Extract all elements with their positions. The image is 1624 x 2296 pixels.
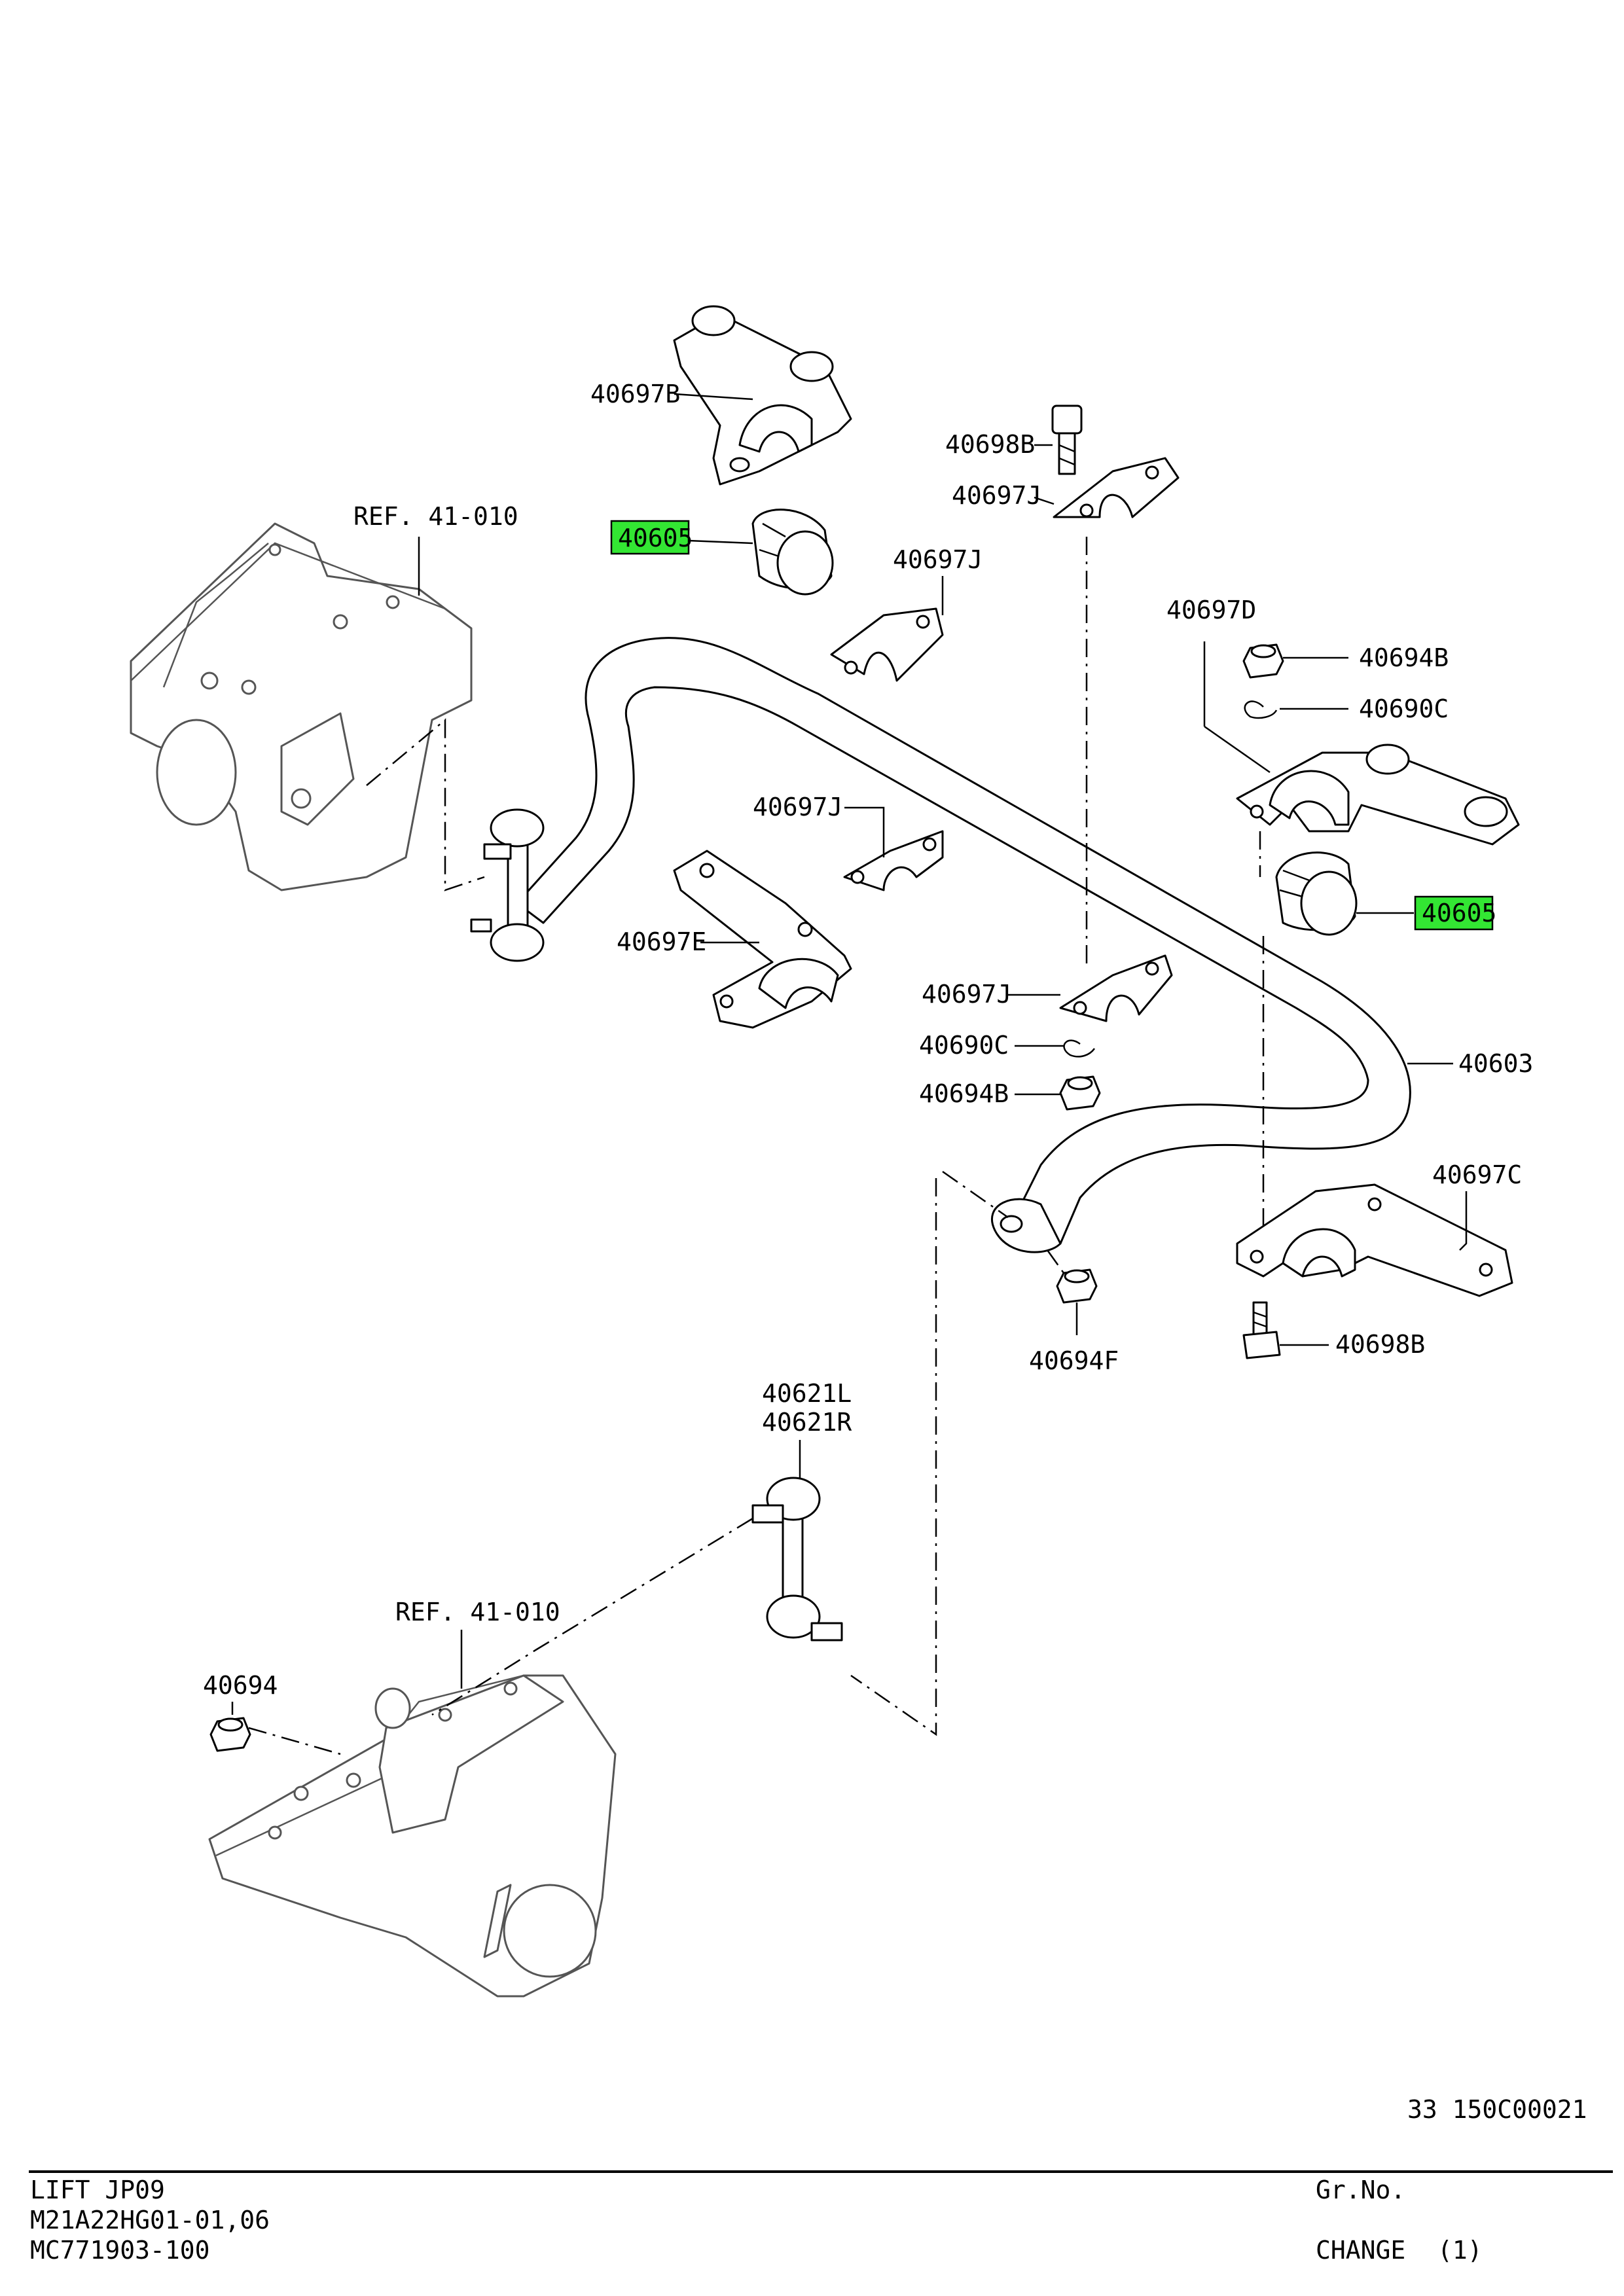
drawing-code: 33 150C00021 xyxy=(1407,2095,1587,2124)
label-40621L: 40621L xyxy=(762,1379,852,1408)
label-40694B-top: 40694B xyxy=(1359,643,1449,672)
bolt-40698B-top xyxy=(1051,404,1083,475)
label-40697B: 40697B xyxy=(590,380,680,408)
leader-40605-upper xyxy=(688,539,753,545)
leader-40697B xyxy=(674,393,753,401)
label-40697J-4: 40697J xyxy=(922,980,1011,1009)
label-40698B-top: 40698B xyxy=(945,430,1035,459)
label-40605-lower: 40605 xyxy=(1422,899,1496,927)
assembly-lines xyxy=(248,537,1265,1755)
ref-label-upper: REF. 41-010 xyxy=(353,502,518,531)
highlight-40605-lower xyxy=(1414,895,1494,931)
footer-line-1: LIFT JP09 xyxy=(30,2176,165,2204)
label-40697C: 40697C xyxy=(1432,1160,1522,1189)
change-label: CHANGE xyxy=(1316,2236,1406,2265)
nut-40694B-top xyxy=(1242,643,1284,679)
label-40694F: 40694F xyxy=(1029,1346,1119,1375)
footer-line-2: M21A22HG01-01,06 xyxy=(30,2206,270,2234)
stabilizer-bar-40603 xyxy=(516,637,1411,1253)
label-40697D: 40697D xyxy=(1166,596,1256,624)
clamp-40697J-2 xyxy=(830,607,944,682)
bushing-40605-upper xyxy=(751,509,834,596)
leader-40697J-3 xyxy=(844,806,885,857)
label-40690C-top: 40690C xyxy=(1359,694,1449,723)
label-40698B-bottom: 40698B xyxy=(1335,1330,1425,1359)
frame-bracket-lower xyxy=(208,1674,617,1998)
frame-bracket-upper xyxy=(130,522,473,891)
highlight-40605-upper xyxy=(610,520,690,555)
label-40621R: 40621R xyxy=(762,1408,852,1437)
bolt-40698B-bottom xyxy=(1242,1301,1281,1359)
clamp-40697J-1 xyxy=(1053,457,1180,518)
label-40603: 40603 xyxy=(1458,1049,1533,1078)
label-40697J-1: 40697J xyxy=(952,481,1041,510)
leader-40697D-b xyxy=(1204,725,1271,774)
nut-40694B-bottom xyxy=(1059,1075,1101,1111)
nut-40694 xyxy=(209,1717,251,1752)
bracket-40697C xyxy=(1236,1183,1513,1297)
clamp-40697J-4 xyxy=(1059,954,1173,1022)
bracket-40697E xyxy=(673,850,852,1029)
label-40605-upper: 40605 xyxy=(618,524,693,552)
change-value: (1) xyxy=(1437,2236,1483,2265)
bushing-40605-lower xyxy=(1275,852,1358,936)
label-40697J-2: 40697J xyxy=(893,545,983,574)
label-40697J-3: 40697J xyxy=(753,793,842,821)
footer-divider xyxy=(29,2170,1613,2173)
label-40694: 40694 xyxy=(203,1671,278,1700)
label-40697E: 40697E xyxy=(617,927,706,956)
link-40621 xyxy=(751,1477,843,1641)
ref-label-lower: REF. 41-010 xyxy=(395,1598,560,1626)
label-40690C-bottom: 40690C xyxy=(919,1031,1009,1060)
leader-40697C xyxy=(1459,1191,1468,1251)
nut-40694F xyxy=(1056,1268,1098,1304)
leader-40697J-1 xyxy=(1034,496,1055,505)
clamp-40697J-3 xyxy=(843,830,944,891)
bracket-40697D xyxy=(1236,744,1520,846)
label-40694B-bottom: 40694B xyxy=(919,1079,1009,1108)
group-number-label: Gr.No. xyxy=(1316,2176,1406,2204)
washer-40690C-top xyxy=(1244,700,1278,719)
footer-line-3: MC771903-100 xyxy=(30,2236,210,2265)
washer-40690C-bottom xyxy=(1063,1039,1096,1058)
link-upper-left xyxy=(470,808,545,962)
bracket-40697B xyxy=(673,305,852,486)
